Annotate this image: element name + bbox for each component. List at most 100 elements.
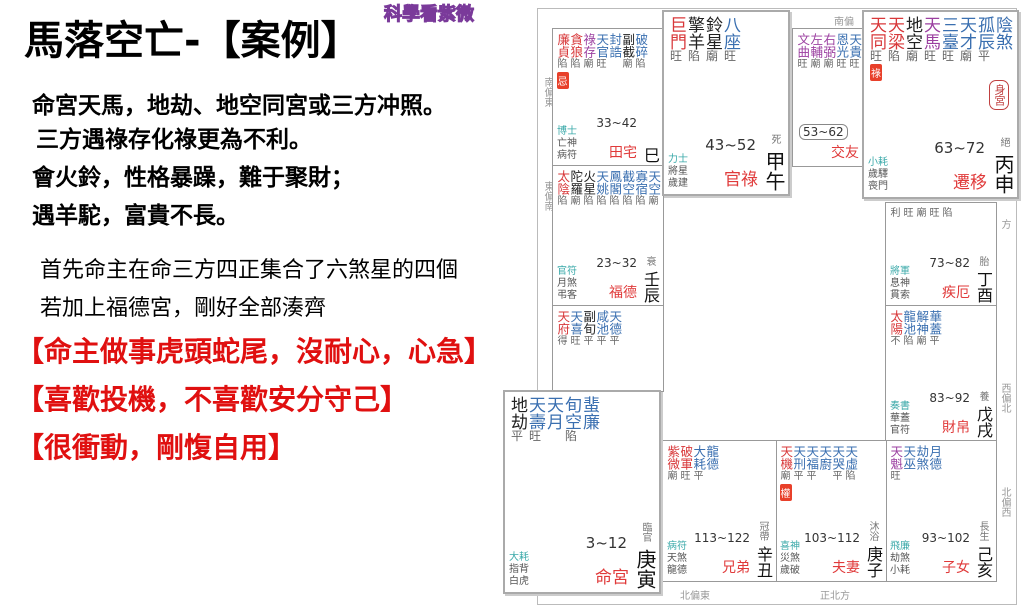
- direction-label: 東偏南: [542, 181, 553, 211]
- god-label: 歲破: [780, 565, 800, 576]
- star: 紫微廟: [665, 445, 681, 483]
- palace-name: 疾厄: [942, 285, 970, 301]
- star: 天喜旺: [568, 310, 583, 348]
- star-brightness: 平: [977, 49, 990, 63]
- palace-gods: 奏書華蓋官符: [890, 401, 910, 437]
- star-name: 破碎: [633, 33, 649, 58]
- age-range: 103~112: [804, 531, 860, 545]
- star: 鳳閣陷: [607, 170, 622, 208]
- star: 天巫: [901, 445, 916, 483]
- god-label: 博士: [557, 126, 577, 137]
- star: 巨門旺: [666, 16, 686, 63]
- star-brightness: 廟: [570, 196, 581, 207]
- life-stage: 臨官: [640, 522, 651, 542]
- star-brightness: 旺: [929, 208, 940, 219]
- star-brightness: 平: [693, 471, 704, 482]
- star: 天壽旺: [525, 396, 545, 443]
- star: 利: [889, 207, 902, 220]
- star: 天姚陷: [594, 170, 610, 208]
- life-stage: 衰: [644, 256, 655, 266]
- star-name: 天貴: [847, 33, 863, 58]
- star: 孤辰平: [974, 16, 994, 81]
- star: 天空廟: [646, 170, 661, 208]
- star-brightness: 廟: [667, 471, 678, 482]
- god-label: 白虎: [509, 576, 529, 587]
- star-brightness: 陷: [596, 196, 607, 207]
- palace-gods: 喜神災煞歲破: [780, 541, 800, 577]
- star: 大耗平: [691, 445, 707, 483]
- star-name: 太陽: [888, 310, 904, 335]
- star: 陷: [941, 207, 954, 220]
- star-name: 孤辰: [974, 16, 994, 50]
- star: 陀羅廟: [568, 170, 583, 208]
- star-brightness: 陷: [583, 196, 594, 207]
- star-brightness: 陷: [887, 49, 900, 63]
- star-name: 封誥: [607, 33, 623, 58]
- star-name: 天廚: [817, 445, 833, 470]
- star-brightness: 平: [596, 336, 607, 347]
- star-name: 天馬: [920, 16, 940, 50]
- conclusion-line: 【很衝動，剛愎自用】: [16, 431, 297, 464]
- star-brightness: 廟: [583, 59, 594, 70]
- star-name: 大耗: [691, 445, 707, 470]
- star-name: 寡宿: [633, 170, 649, 195]
- transform-badge: 祿: [870, 64, 882, 81]
- god-label: 弔客: [557, 290, 577, 301]
- life-stage: 冠帶: [757, 521, 768, 541]
- star-brightness: 廟: [916, 208, 927, 219]
- star-name: 解神: [914, 310, 930, 335]
- star-list: 利旺廟旺陷: [889, 207, 954, 220]
- star-name: 地空: [902, 16, 922, 50]
- rule-line: 三方遇祿存化祿更為不利。: [36, 126, 312, 153]
- star-brightness: 旺: [797, 59, 808, 70]
- star-name: 鈴星: [702, 16, 722, 50]
- god-label: 歲驛: [868, 169, 888, 180]
- transform-badge: 忌: [556, 72, 569, 89]
- god-label: 喜神: [780, 541, 800, 552]
- star: 鈴星廟: [702, 16, 722, 63]
- palace-name: 子女: [942, 560, 970, 576]
- rule-line: 會火鈴，性格暴躁，難于聚財；: [32, 164, 354, 191]
- stem-branch: 丙申: [991, 154, 1015, 194]
- star-name: 天梁: [884, 16, 904, 50]
- god-label: 飛廉: [890, 541, 910, 552]
- star-name: 蜚廉: [579, 396, 599, 430]
- star-name: 天姚: [594, 170, 610, 195]
- star-name: 副截: [620, 33, 636, 58]
- star: 華蓋平: [927, 310, 942, 348]
- direction-label: 北偏西: [999, 487, 1010, 517]
- palace-gods: 大耗指背白虎: [509, 552, 529, 588]
- star: 天虛陷: [843, 445, 858, 501]
- transform-badge: 權: [779, 484, 792, 501]
- god-label: 小耗: [868, 157, 888, 168]
- star-name: 咸池: [594, 310, 610, 335]
- star-brightness: 廟: [622, 59, 633, 70]
- god-label: 天煞: [667, 553, 687, 564]
- star-name: 天魁: [888, 445, 904, 470]
- stem-branch: 庚子: [864, 546, 883, 578]
- star-brightness: 旺: [869, 49, 882, 63]
- star-brightness: 旺: [923, 49, 936, 63]
- palace-gods: 飛廉劫煞小耗: [890, 541, 910, 577]
- star: 陰煞: [992, 16, 1012, 81]
- star-name: 紫微: [665, 445, 681, 470]
- star: 天官旺: [594, 33, 609, 89]
- star: 火星陷: [581, 170, 597, 208]
- star-name: 火星: [581, 170, 597, 195]
- palace-name: 財帛: [942, 420, 970, 436]
- star: 恩光旺: [834, 33, 850, 71]
- star-brightness: 旺: [849, 59, 860, 70]
- star-name: 恩光: [834, 33, 850, 58]
- star-brightness: 旺: [680, 471, 691, 482]
- star-name: 天哭: [830, 445, 846, 470]
- star-name: 左輔: [808, 33, 824, 58]
- star: 天月: [543, 396, 563, 443]
- star: 太陽不: [888, 310, 904, 348]
- star-name: 天刑: [791, 445, 807, 470]
- star: 咸池平: [594, 310, 610, 348]
